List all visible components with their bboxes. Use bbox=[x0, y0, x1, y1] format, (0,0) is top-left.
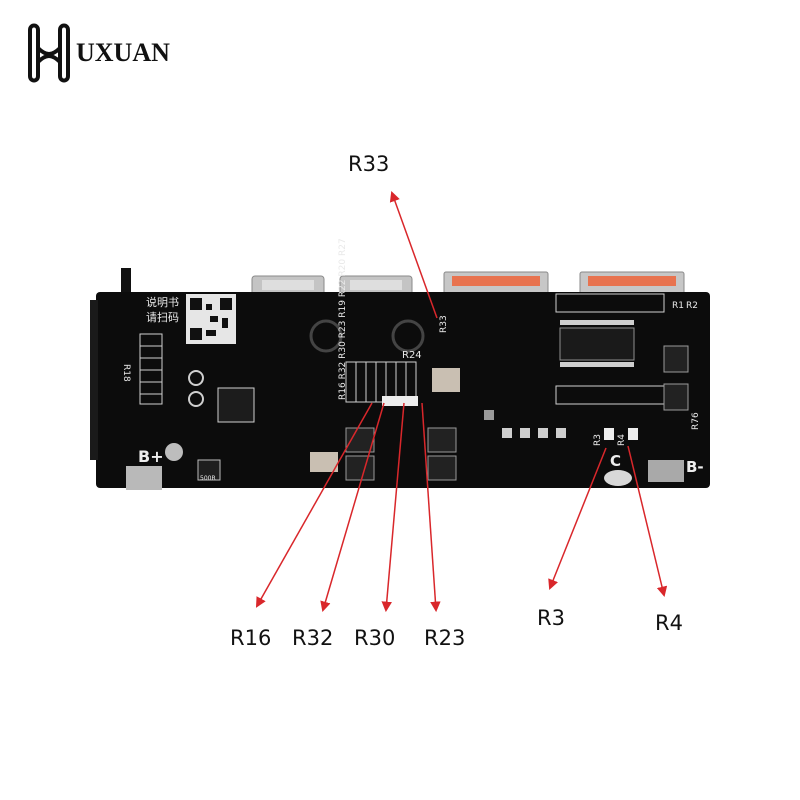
r2-silk: R2 bbox=[686, 301, 698, 311]
r24-silk: R24 bbox=[402, 350, 422, 361]
arrow-r32 bbox=[320, 402, 385, 613]
slide-switch bbox=[121, 268, 131, 298]
usb-ports bbox=[251, 271, 685, 299]
c-label: C bbox=[610, 452, 621, 470]
r33-silk: R33 bbox=[439, 315, 449, 333]
arrow-r23 bbox=[421, 402, 441, 613]
resistor-stack-silk: R16 R32 R30 R23 R19 R22 R20 R27 bbox=[338, 238, 348, 400]
callout-r33: R33 bbox=[348, 152, 390, 176]
b-minus-label: B- bbox=[686, 458, 704, 476]
r4-silk: R4 bbox=[617, 434, 627, 446]
callout-arrows bbox=[255, 191, 668, 613]
arrow-r30 bbox=[381, 402, 405, 613]
arrow-r4 bbox=[627, 445, 668, 598]
r3-silk: R3 bbox=[593, 434, 603, 446]
r1-silk: R1 bbox=[672, 301, 684, 311]
brand-name: UXUAN bbox=[76, 38, 170, 67]
callout-r23: R23 bbox=[424, 626, 466, 650]
r76-silk: R76 bbox=[691, 412, 701, 430]
arrow-r33 bbox=[389, 191, 438, 319]
r18-silk: R18 bbox=[121, 364, 131, 382]
manual-text-line1: 说明书 bbox=[146, 295, 179, 309]
pcb-body bbox=[96, 292, 710, 488]
arrow-r3 bbox=[548, 447, 607, 590]
qr-code bbox=[186, 294, 236, 344]
callout-r30: R30 bbox=[354, 626, 396, 650]
callout-r16: R16 bbox=[230, 626, 272, 650]
arrow-r16 bbox=[255, 402, 373, 608]
brand: UXUAN bbox=[22, 22, 170, 84]
callout-r32: R32 bbox=[292, 626, 334, 650]
h-monogram-logo-icon bbox=[28, 23, 70, 83]
callout-r3: R3 bbox=[537, 606, 565, 630]
chip-500r: 500R bbox=[200, 475, 216, 482]
callout-r4: R4 bbox=[655, 611, 683, 635]
manual-text-line2: 请扫码 bbox=[146, 311, 179, 324]
b-plus-label: B+ bbox=[138, 447, 164, 466]
